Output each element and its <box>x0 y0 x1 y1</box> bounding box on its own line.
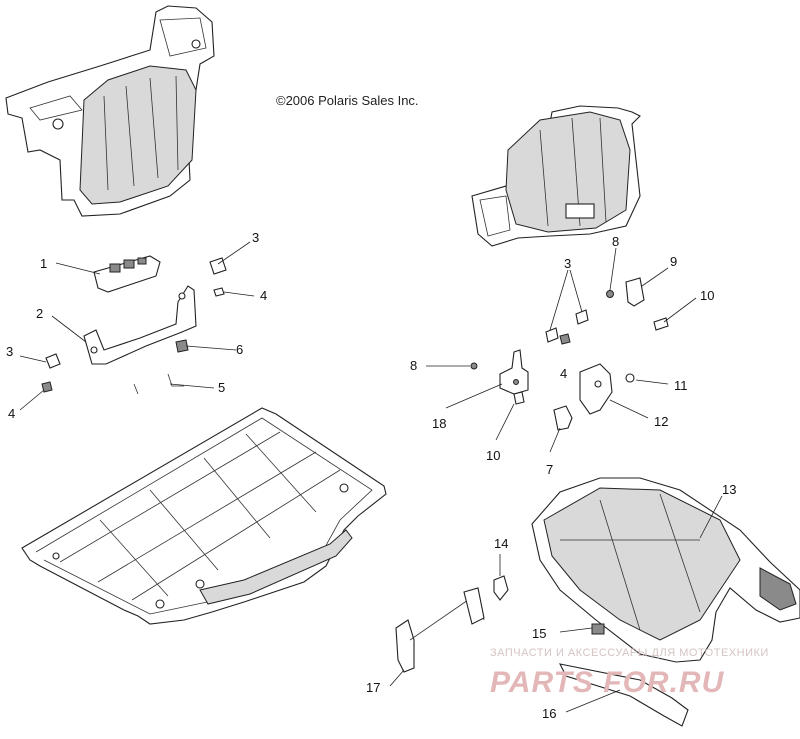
callout-8: 8 <box>410 358 417 373</box>
callout-18: 18 <box>432 416 446 431</box>
watermark-logo: PARTS FOR.RU <box>490 666 725 699</box>
callout-12: 12 <box>654 414 668 429</box>
callout-5: 5 <box>218 380 225 395</box>
callout-17: 17 <box>366 680 380 695</box>
copyright-text: ©2006 Polaris Sales Inc. <box>276 93 419 108</box>
latch-plate-1 <box>93 255 161 293</box>
callout-2: 2 <box>36 306 43 321</box>
clip-14 <box>493 575 509 601</box>
rear-seat-back-assembly <box>5 5 215 217</box>
seat-13 <box>531 477 800 663</box>
callouts: 1 2 3 3 3 4 4 4 5 6 7 8 8 9 10 10 11 12 … <box>6 230 736 721</box>
callout-4: 4 <box>560 366 567 381</box>
bracket-17 <box>395 587 485 673</box>
callout-3: 3 <box>252 230 259 245</box>
watermark-tagline: ЗАПЧАСТИ И АКСЕССУАРЫ ДЛЯ МОТОТЕХНИКИ <box>490 647 769 659</box>
watermark: ЗАПЧАСТИ И АКСЕССУАРЫ ДЛЯ МОТОТЕХНИКИ PA… <box>490 647 769 699</box>
bumper-15 <box>591 623 605 635</box>
callout-3: 3 <box>564 256 571 271</box>
latch-rod-16 <box>559 663 689 727</box>
callout-7: 7 <box>546 462 553 477</box>
callout-4: 4 <box>260 288 267 303</box>
leader-lines <box>19 241 723 713</box>
callout-14: 14 <box>494 536 508 551</box>
callout-13: 13 <box>722 482 736 497</box>
bracket-2 <box>83 285 197 365</box>
callout-16: 16 <box>542 706 556 721</box>
hinge-bracket-18 <box>499 349 529 395</box>
callout-11: 11 <box>674 378 688 393</box>
front-seat-back-assembly <box>471 105 641 247</box>
callout-8: 8 <box>612 234 619 249</box>
callout-15: 15 <box>532 626 546 641</box>
hardware-small <box>41 257 227 395</box>
callout-9: 9 <box>670 254 677 269</box>
callout-10: 10 <box>700 288 714 303</box>
callout-4: 4 <box>8 406 15 421</box>
callout-6: 6 <box>236 342 243 357</box>
callout-1: 1 <box>40 256 47 271</box>
seat-frame <box>21 407 387 625</box>
callout-3: 3 <box>6 344 13 359</box>
hardware-right <box>470 277 669 431</box>
callout-10: 10 <box>486 448 500 463</box>
